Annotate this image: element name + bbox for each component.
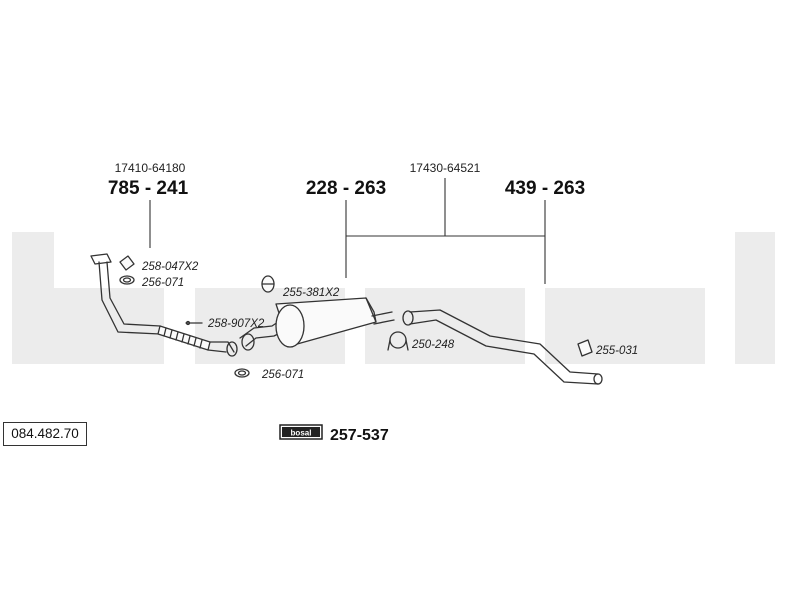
gasket-256-071-mid (234, 368, 250, 378)
center-muffler (239, 297, 395, 351)
front-pipe (90, 253, 238, 357)
oem-number-rear: 17430-64521 (410, 161, 481, 175)
bosal-watermark-logo (12, 232, 775, 364)
gasket-258-047 (119, 255, 135, 271)
part-label-258-907: 258-907X2 (207, 318, 265, 330)
part-label-250-248: 250-248 (411, 339, 455, 351)
mounting-kit-part-number: 257-537 (330, 427, 389, 444)
part-label-256-071-front: 256-071 (141, 277, 184, 289)
rear-pipe (402, 309, 603, 385)
leader-lines (149, 178, 546, 284)
part-label-255-381: 255-381X2 (282, 287, 340, 299)
clamp-255-381 (261, 275, 275, 293)
catalog-number: 084.482.70 (3, 422, 87, 446)
part-label-255-031: 255-031 (595, 345, 638, 357)
front-pipe-part-number: 785 - 241 (108, 178, 189, 199)
part-label-256-071-mid: 256-071 (261, 369, 304, 381)
rear-pipe-part-number: 439 - 263 (505, 178, 585, 199)
clamp-250-248 (387, 331, 409, 351)
oem-number-front: 17410-64180 (115, 161, 186, 175)
mounting-kit-logo-text: bosal (291, 429, 312, 438)
part-label-258-047: 258-047X2 (141, 261, 199, 273)
mounting-kit-icon: bosal (279, 424, 323, 440)
gasket-256-071-front (119, 275, 135, 285)
bolt-258-907 (185, 320, 203, 326)
center-muffler-part-number: 228 - 263 (306, 178, 386, 199)
hanger-255-031 (577, 339, 593, 357)
